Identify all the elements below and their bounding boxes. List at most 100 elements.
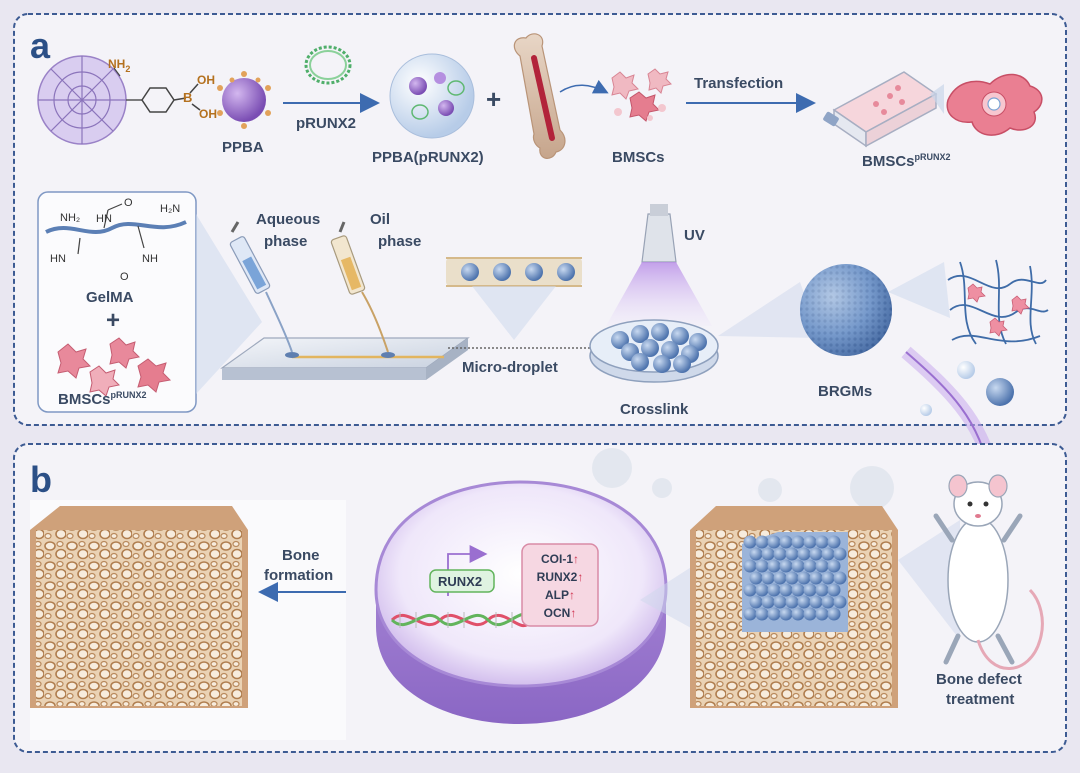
microgel-bead	[803, 583, 817, 597]
gene-expression-list: COI-1↑RUNX2↑ALP↑OCN↑	[537, 552, 584, 620]
gelma-bmscs-label: BMSCspRUNX2	[58, 390, 147, 408]
microgel-bead	[815, 583, 829, 597]
bone-defect-label-2: treatment	[946, 691, 1014, 708]
gelma-cells-icon	[57, 337, 172, 397]
defect-microgels	[743, 535, 847, 621]
gelma-chain-icon	[45, 203, 187, 255]
hydrogel-network-icon	[947, 259, 1049, 345]
uv-beam	[606, 262, 712, 326]
chem-h2n: H₂N	[160, 203, 180, 215]
microgel-bead	[761, 547, 775, 561]
microgel-bead	[761, 595, 775, 609]
gene-expression-box	[521, 543, 599, 627]
chem-hn: HN	[96, 213, 112, 225]
formed-bone-block-icon	[30, 506, 248, 708]
microgel-bead	[779, 583, 793, 597]
microgel-bead	[827, 559, 841, 573]
bmscs-label: BMSCs	[612, 149, 665, 166]
dish-microgels	[611, 323, 707, 373]
network-cells-icon	[967, 283, 1030, 337]
microgel-bead	[833, 547, 847, 561]
microgel-bead	[631, 325, 649, 343]
transfection-label: Transfection	[694, 75, 783, 92]
runx2-gene-label: RUNX2	[438, 574, 482, 589]
microgel-bead	[755, 559, 769, 573]
zoom-cone-mouse	[898, 520, 960, 640]
microgel-bead	[761, 571, 775, 585]
bmscs-prunx2-label: BMSCspRUNX2	[862, 152, 951, 170]
bone-formation-label-2: formation	[264, 567, 333, 584]
microfluidic-chip-icon	[220, 337, 470, 380]
up-arrow-icon: ↑	[569, 588, 575, 602]
chem-o2: O	[120, 271, 129, 283]
bone-defect-label-1: Bone defect	[936, 671, 1022, 688]
microgel-bead	[671, 327, 689, 345]
microgel-bead	[827, 535, 841, 549]
gene-item: RUNX2↑	[537, 570, 584, 584]
microgel-bead	[755, 535, 769, 549]
microgel-bead	[631, 353, 649, 371]
chem-nh2: NH₂	[60, 212, 80, 224]
microgel-bead	[803, 607, 817, 621]
microgel-bead	[611, 331, 629, 349]
crosslink-label: Crosslink	[620, 401, 689, 418]
prunx2-label: pRUNX2	[296, 115, 356, 132]
oil-label-2: phase	[378, 233, 421, 250]
complex-label: PPBA(pRUNX2)	[372, 149, 484, 166]
microgel-bead	[743, 583, 757, 597]
microgel-bead	[773, 547, 787, 561]
aqueous-label-2: phase	[264, 233, 307, 250]
up-arrow-icon: ↑	[573, 552, 579, 566]
microgel-bead	[815, 607, 829, 621]
microgel-bead	[779, 559, 793, 573]
uv-lamp-icon	[641, 204, 677, 263]
microgel-bead	[749, 595, 763, 609]
zoom-cone-dish	[718, 282, 820, 338]
microgel-bead	[779, 607, 793, 621]
microgel-bead	[749, 547, 763, 561]
microgel-bead	[809, 547, 823, 561]
microgel-bead	[641, 339, 659, 357]
microgel-bead	[803, 535, 817, 549]
microgel-bead	[803, 559, 817, 573]
microgel-bead	[755, 583, 769, 597]
microgel-bead	[779, 535, 793, 549]
ppba-prunx2-complex-icon	[389, 53, 475, 139]
bmscs-cluster-icon	[611, 68, 672, 122]
microgel-bead	[767, 535, 781, 549]
microgel-bead	[797, 595, 811, 609]
microgel-bead	[785, 595, 799, 609]
microgel-bead	[773, 595, 787, 609]
microgel-bead	[785, 547, 799, 561]
uv-label: UV	[684, 227, 705, 244]
microgel-bead	[821, 547, 835, 561]
microgel-bead	[773, 571, 787, 585]
syringe-aqueous-icon	[229, 221, 293, 353]
microgel-bead	[821, 595, 835, 609]
microgel-bead	[791, 583, 805, 597]
microgel-bead	[809, 595, 823, 609]
oh-label-2: OH	[199, 107, 217, 121]
oh-label-1: OH	[197, 73, 215, 87]
microgel-bead	[653, 355, 671, 373]
brgm-microgel-icon	[800, 264, 892, 356]
microgel-bead	[743, 607, 757, 621]
microgel-bead	[791, 607, 805, 621]
microgel-bead	[809, 571, 823, 585]
droplet-channel-icon	[446, 257, 582, 287]
zoom-cone-flask	[930, 84, 944, 114]
background-bubbles	[592, 448, 894, 510]
ppba-nanoparticle-icon	[217, 71, 271, 129]
arrow-bone-to-bmscs	[559, 79, 609, 94]
microgel-bead	[791, 535, 805, 549]
gene-item: ALP↑	[545, 588, 575, 602]
microgel-bead	[767, 559, 781, 573]
microgel-bead	[797, 547, 811, 561]
dendrimer-structure-icon	[37, 55, 201, 145]
zoom-cone-droplet	[472, 286, 556, 340]
microgel-bead	[743, 535, 757, 549]
plus-sign: +	[486, 84, 501, 114]
microdroplet-label: Micro-droplet	[462, 359, 558, 376]
microgel-bead	[749, 571, 763, 585]
